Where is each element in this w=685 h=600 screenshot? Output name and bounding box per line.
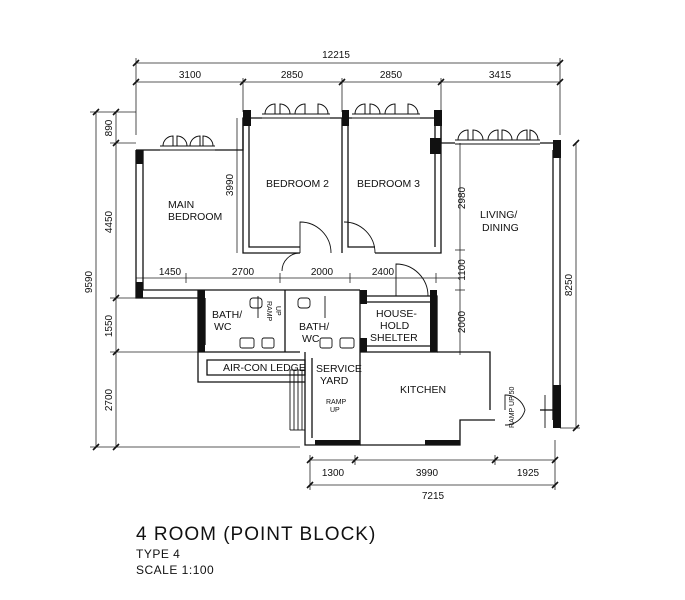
bath-wc-2-label-2: WC <box>302 333 320 345</box>
dim-left-4: 2700 <box>104 388 115 411</box>
dim-mid-1: 1450 <box>159 267 182 278</box>
dimension-labels: 12215 3100 2850 2850 3415 1450 2700 2000… <box>84 50 575 502</box>
dim-mid-3: 2000 <box>311 267 334 278</box>
plan-type: TYPE 4 <box>136 547 181 561</box>
main-bedroom-label-1: MAIN <box>168 199 194 211</box>
tick-marks <box>92 59 580 489</box>
ramp-small-label-1: RAMP <box>265 301 272 322</box>
wall-columns <box>136 110 561 445</box>
dim-top-4: 3415 <box>489 70 512 81</box>
household-shelter-label-1: HOUSE- <box>376 308 417 320</box>
kitchen-label: KITCHEN <box>400 384 446 396</box>
ramp-small-label-2: UP <box>274 306 281 316</box>
dim-inner-v2: 2980 <box>457 186 468 209</box>
dim-mid-4: 2400 <box>372 267 395 278</box>
dim-bottom-2: 3990 <box>416 468 439 479</box>
dim-top-total: 12215 <box>322 50 350 61</box>
bath-wc-1-label-1: BATH/ <box>212 309 242 321</box>
doors <box>257 221 546 428</box>
bedroom-2-label: BEDROOM 2 <box>266 178 329 190</box>
dim-left-total: 9590 <box>84 270 95 293</box>
dim-inner-v4: 2000 <box>457 310 468 333</box>
bath-wc-1-label-2: WC <box>214 321 232 333</box>
dim-inner-v3: 1100 <box>457 259 468 281</box>
dim-inner-v1: 3990 <box>225 173 236 196</box>
living-dining-label-1: LIVING/ <box>480 209 517 221</box>
fixtures <box>239 297 355 349</box>
windows <box>160 103 540 151</box>
dim-right-total: 8250 <box>564 273 575 296</box>
dim-top-2: 2850 <box>281 70 304 81</box>
aircon-ledge-label: AIR-CON LEDGE <box>223 362 306 374</box>
dim-mid-2: 2700 <box>232 267 255 278</box>
ramp-label-1: RAMP <box>326 399 347 406</box>
dim-left-3: 1550 <box>104 314 115 337</box>
dim-left-2: 4450 <box>104 210 115 233</box>
dim-left-1: 890 <box>104 119 115 136</box>
service-yard-label-2: YARD <box>320 375 349 387</box>
walls <box>135 117 561 446</box>
household-shelter-label-3: SHELTER <box>370 332 418 344</box>
ramp-door-label: RAMP UP 50 <box>509 387 516 428</box>
plan-scale: SCALE 1:100 <box>136 563 215 577</box>
main-bedroom-label-2: BEDROOM <box>168 211 222 223</box>
ramp-label-2: UP <box>330 407 340 414</box>
living-dining-label-2: DINING <box>482 222 519 234</box>
staircase <box>289 369 305 431</box>
service-yard-label-1: SERVICE <box>316 363 362 375</box>
dim-top-1: 3100 <box>179 70 202 81</box>
dim-bottom-total: 7215 <box>422 491 445 502</box>
plan-title: 4 ROOM (POINT BLOCK) <box>136 524 377 545</box>
bedroom-3-label: BEDROOM 3 <box>357 178 420 190</box>
dim-bottom-3: 1925 <box>517 468 540 479</box>
room-labels: MAIN BEDROOM BEDROOM 2 BEDROOM 3 LIVING/… <box>168 178 519 428</box>
bath-wc-2-label-1: BATH/ <box>299 321 329 333</box>
household-shelter-label-2: HOLD <box>380 320 410 332</box>
dim-top-3: 2850 <box>380 70 403 81</box>
dim-bottom-1: 1300 <box>322 468 345 479</box>
